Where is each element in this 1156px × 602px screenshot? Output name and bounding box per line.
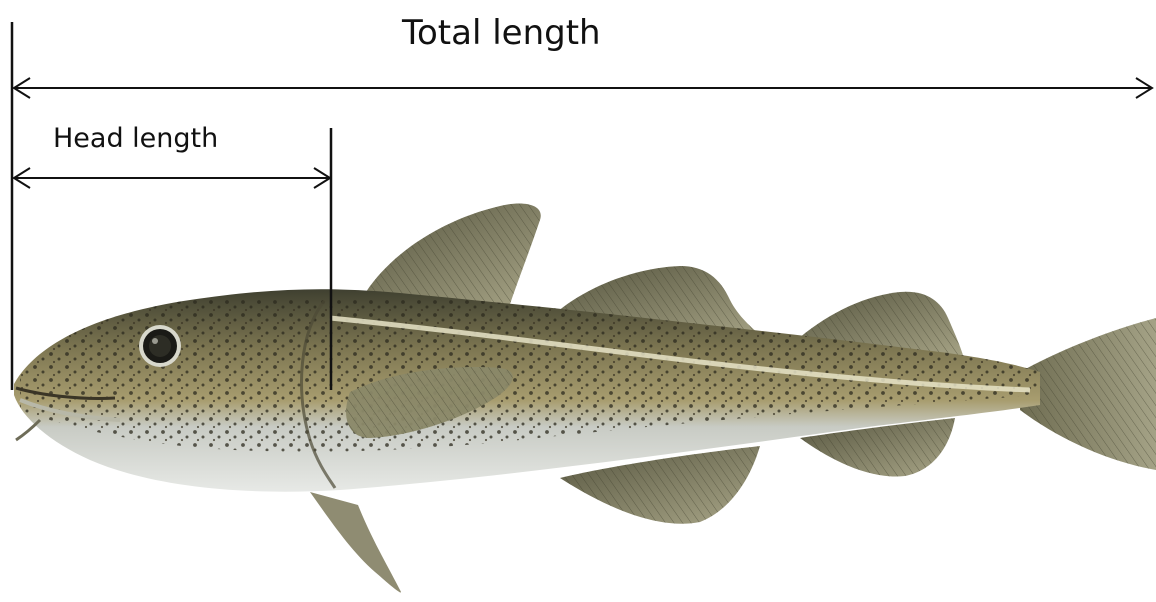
fish-eye xyxy=(139,325,181,367)
total-length-label: Total length xyxy=(402,16,601,50)
cod-fish-illustration xyxy=(14,204,1156,593)
pelvic-fin xyxy=(310,492,401,592)
head-length-label: Head length xyxy=(53,125,218,152)
chin-barbel xyxy=(16,420,40,440)
